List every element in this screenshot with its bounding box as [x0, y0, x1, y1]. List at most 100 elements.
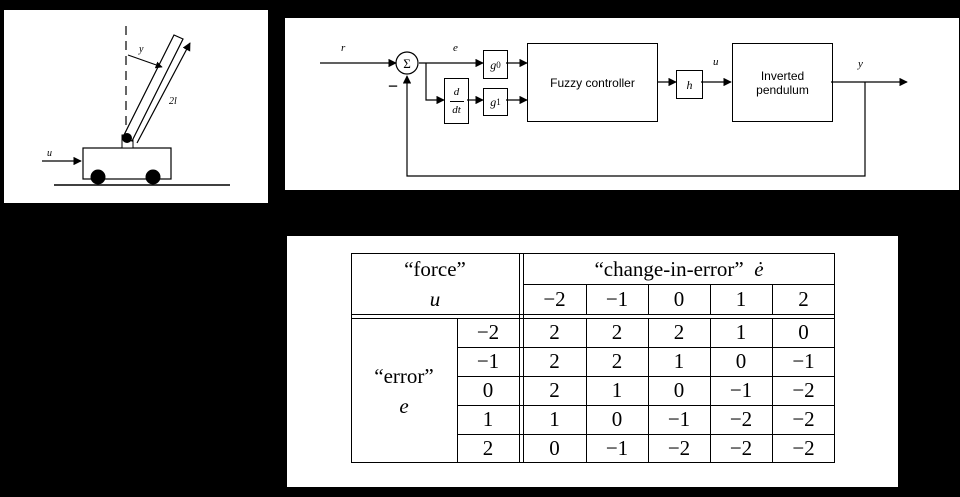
fuzzy-controller-label: Fuzzy controller — [550, 75, 635, 90]
reference-label: r — [341, 42, 346, 54]
plant-label-line1: Inverted — [760, 68, 805, 83]
output-label: y — [857, 58, 863, 70]
pivot — [122, 133, 132, 143]
table-cell: 0 — [611, 407, 623, 431]
table-cell: −2 — [667, 436, 691, 460]
force-input-label: u — [47, 148, 52, 159]
cart-wheel-left — [90, 169, 106, 185]
table-border-bottom — [351, 462, 835, 463]
gain-g1-subscript: 1 — [496, 97, 501, 107]
row-header-symbol: e — [399, 393, 409, 418]
table-cell: −1 — [605, 436, 629, 460]
row-value: 2 — [482, 436, 494, 460]
header-col-rule-3 — [710, 284, 711, 314]
fuzzy-controller-block: Fuzzy controller — [527, 43, 658, 122]
row-value: −1 — [476, 349, 500, 373]
body-col-rule-1 — [586, 318, 587, 463]
row-header-title: “error” — [374, 363, 434, 388]
gain-g0-subscript: 0 — [496, 59, 501, 70]
table-cell: −2 — [729, 436, 753, 460]
column-header-title: “change-in-error” — [594, 256, 744, 281]
table-cell: 2 — [549, 320, 560, 344]
cart-pole-diagram: u y 2l — [42, 26, 230, 186]
summer-minus-sign: − — [388, 76, 398, 96]
header-col-rule-2 — [648, 284, 649, 314]
table-cell: 1 — [549, 407, 560, 431]
summer-symbol: Σ — [403, 56, 411, 71]
column-value: −1 — [605, 286, 629, 311]
summing-junction — [395, 51, 419, 75]
table-cell: 2 — [673, 320, 685, 344]
row-value: 1 — [482, 407, 494, 431]
table-double-rule-vertical-a — [519, 253, 520, 463]
table-cell: 1 — [611, 378, 623, 402]
body-row-rule-3 — [457, 405, 835, 406]
pole — [122, 34, 184, 142]
column-value: 2 — [798, 286, 809, 311]
header-rule — [523, 284, 835, 285]
table-cell: 2 — [549, 378, 560, 402]
table-cell: 2 — [611, 349, 623, 373]
table-cell: −1 — [729, 378, 753, 402]
table-double-rule-horizontal-a — [351, 314, 835, 315]
table-cell: −2 — [792, 407, 815, 431]
table-cell: −1 — [792, 349, 815, 373]
body-col-rule-2 — [648, 318, 649, 463]
column-value: 0 — [673, 286, 685, 311]
table-cell: −2 — [792, 436, 815, 460]
body-row-rule-2 — [457, 376, 835, 377]
table-border-left — [351, 253, 352, 463]
derivative-block: d dt — [444, 78, 469, 124]
table-double-rule-horizontal-b — [351, 318, 835, 319]
row-value: −2 — [476, 320, 500, 344]
table-border-right — [834, 253, 835, 463]
body-col-rule-4 — [772, 318, 773, 463]
corner-symbol: u — [429, 286, 441, 311]
row-value: 0 — [482, 378, 494, 402]
header-col-rule-4 — [772, 284, 773, 314]
table-cell: 1 — [673, 349, 685, 373]
table-cell: −2 — [729, 407, 753, 431]
gain-h-label: h — [686, 77, 693, 92]
body-row-rule-1 — [457, 347, 835, 348]
header-col-rule-1 — [586, 284, 587, 314]
body-row-rule-4 — [457, 434, 835, 435]
body-col-rule-3 — [710, 318, 711, 463]
derivative-numerator: d — [453, 85, 460, 98]
cart-pole-panel: u y 2l — [4, 10, 268, 203]
table-border-top — [351, 253, 835, 254]
table-cell: 0 — [798, 320, 809, 344]
table-cell: 2 — [611, 320, 623, 344]
table-cell: 0 — [673, 378, 685, 402]
feedback-wire — [402, 75, 866, 177]
table-cell: 1 — [735, 320, 747, 344]
block-diagram-wires: Σ − r e u y — [320, 42, 908, 177]
gain-g1-base: g — [490, 95, 497, 109]
column-value: 1 — [735, 286, 747, 311]
plant-label-line2: pendulum — [756, 82, 809, 97]
length-label: 2l — [169, 96, 177, 107]
column-value: −2 — [543, 286, 566, 311]
table-cell: 2 — [549, 349, 560, 373]
inverted-pendulum-block: Inverted pendulum — [732, 43, 833, 122]
table-cell: −1 — [667, 407, 691, 431]
control-label: u — [713, 56, 719, 68]
table-cell: 0 — [735, 349, 747, 373]
derivative-branch-wire — [425, 63, 445, 105]
table-double-rule-vertical-b — [523, 253, 524, 463]
length-arrow — [136, 42, 191, 144]
error-label: e — [453, 42, 458, 54]
table-cell: −2 — [792, 378, 815, 402]
derivative-bar — [449, 100, 464, 102]
table-cell: 0 — [549, 436, 560, 460]
derivative-denominator: dt — [452, 103, 461, 116]
angle-label: y — [138, 44, 144, 55]
gain-g0-base: g — [490, 57, 497, 72]
angle-arrow — [127, 54, 163, 69]
corner-title: “force” — [404, 256, 466, 281]
